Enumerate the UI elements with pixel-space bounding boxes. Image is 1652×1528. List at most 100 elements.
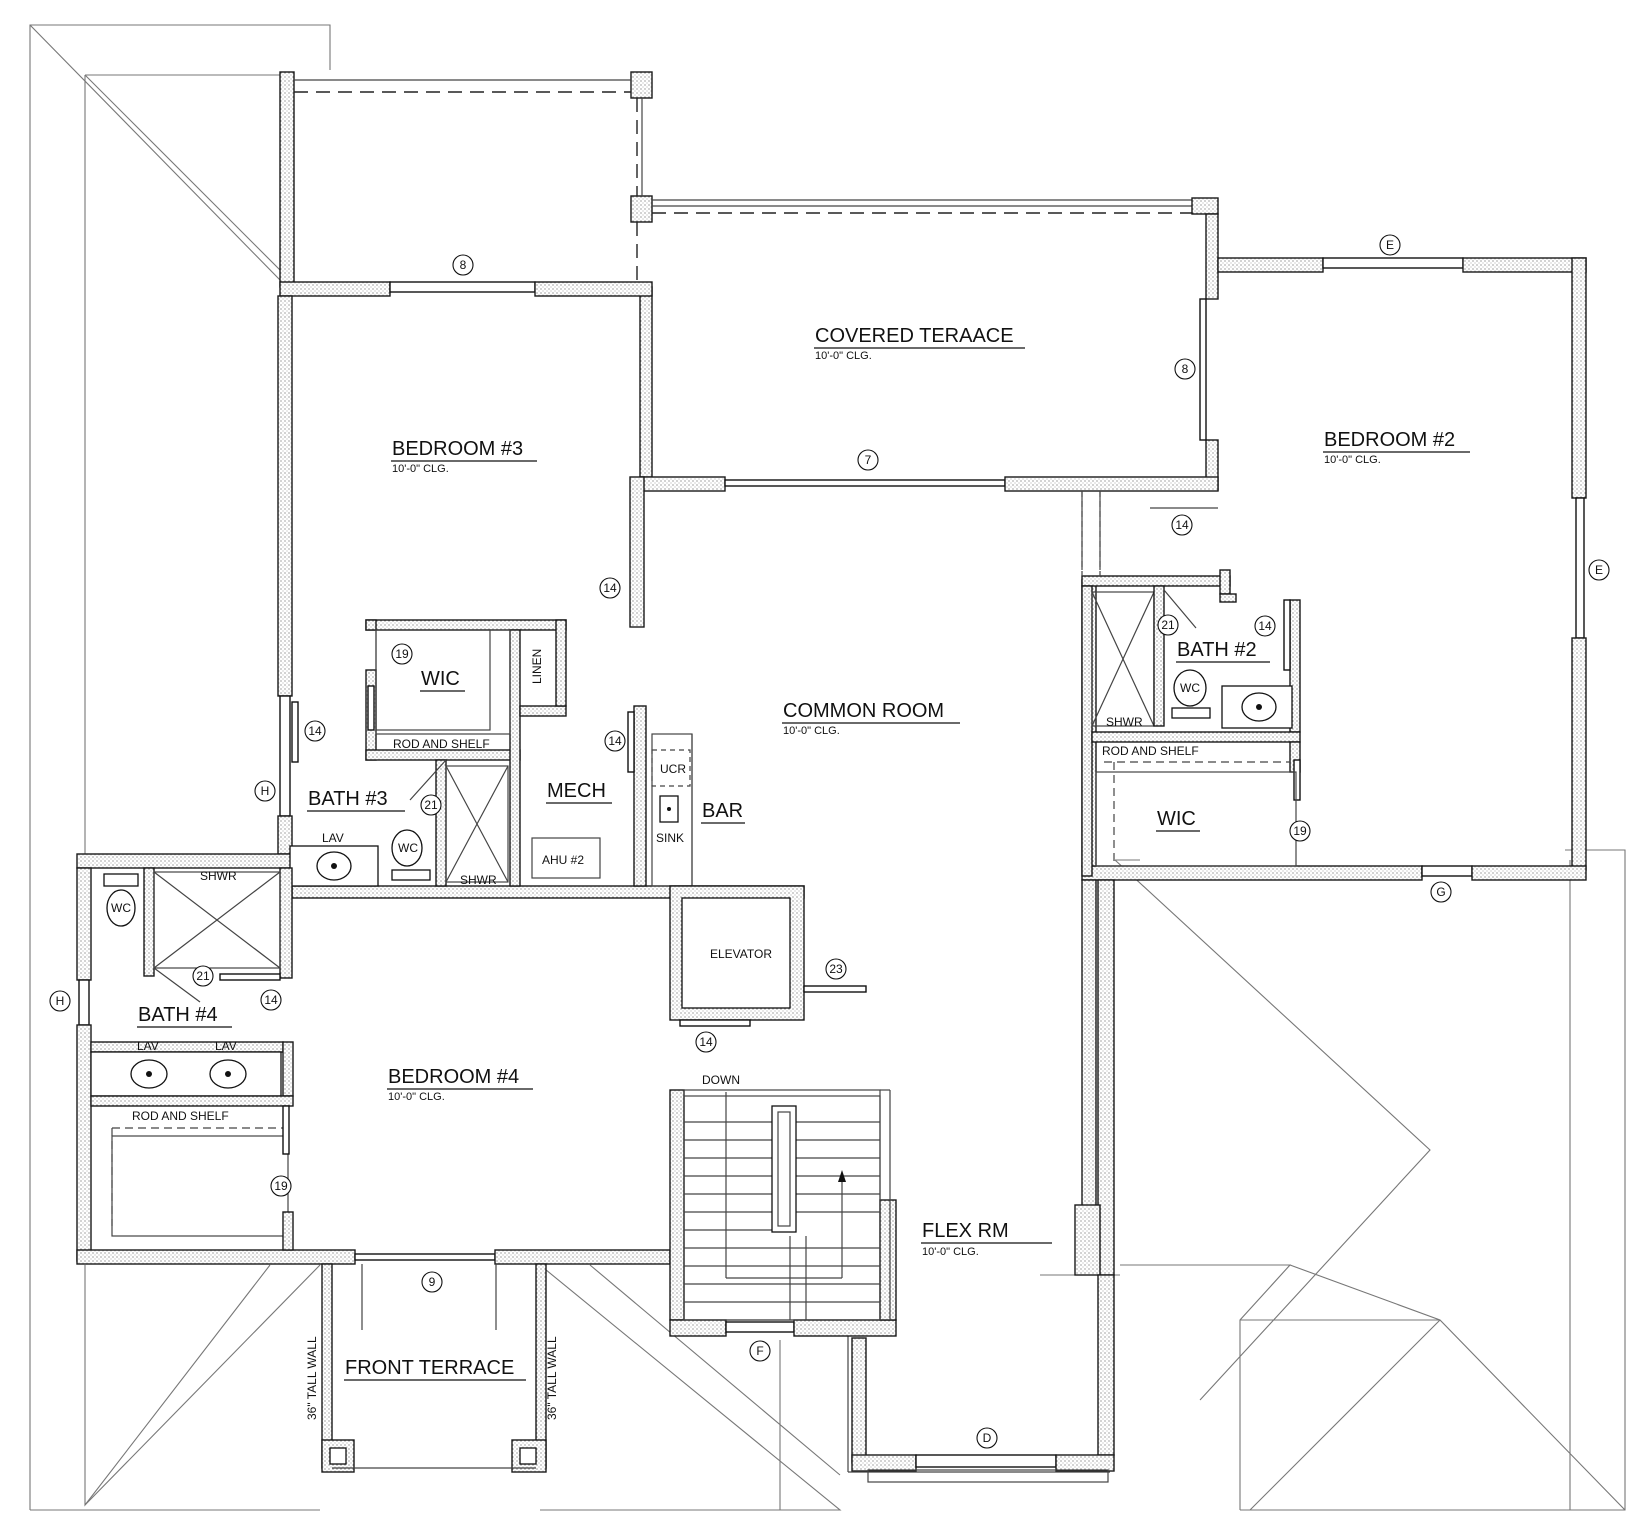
wc-label-bath3: WC <box>398 841 418 855</box>
door-tag-19-wic-bath2: 19 <box>1289 820 1311 842</box>
misc-lines <box>1081 491 1218 576</box>
svg-text:9: 9 <box>429 1275 436 1289</box>
window-tag-e-right: E <box>1588 559 1610 581</box>
linen-label: LINEN <box>530 649 544 684</box>
door-tag-19-bath4: 19 <box>270 1175 292 1197</box>
svg-text:21: 21 <box>424 798 438 812</box>
elevator-core <box>669 885 867 1027</box>
svg-text:F: F <box>756 1344 763 1358</box>
room-name-bedroom-3: BEDROOM #3 <box>392 438 523 460</box>
fixture-labels: LINEN ROD AND SHELF ROD AND SHELF ROD AN… <box>111 649 1200 1420</box>
room-name-common-room: COMMON ROOM <box>783 700 944 722</box>
room-name-bath-3: BATH #3 <box>308 788 388 810</box>
door-tag-21-bath4: 21 <box>192 965 214 987</box>
room-name-wic-bedroom-2: WIC <box>1157 808 1196 830</box>
window-tag-d: D <box>976 1427 998 1449</box>
rod-shelf-label-bath2: ROD AND SHELF <box>1102 744 1199 758</box>
elevator-label: ELEVATOR <box>710 947 772 961</box>
room-name-bedroom-4: BEDROOM #4 <box>388 1066 519 1088</box>
svg-text:8: 8 <box>460 258 467 272</box>
room-name-flex-rm: FLEX RM <box>922 1220 1009 1242</box>
svg-text:14: 14 <box>1175 518 1189 532</box>
door-tag-14-elevator: 14 <box>695 1031 717 1053</box>
shower-label-bath4: SHWR <box>200 869 237 883</box>
covered-terrace-walls <box>639 197 1219 492</box>
shower-label-bath3: SHWR <box>460 873 497 887</box>
svg-text:23: 23 <box>829 962 843 976</box>
svg-text:H: H <box>261 784 270 798</box>
svg-text:14: 14 <box>603 581 617 595</box>
room-name-bath-4: BATH #4 <box>138 1004 218 1026</box>
svg-text:G: G <box>1436 885 1445 899</box>
door-tag-14-bath3: 14 <box>304 720 326 742</box>
door-tag-7: 7 <box>857 449 879 471</box>
svg-text:14: 14 <box>264 993 278 1007</box>
wc-label-bath4: WC <box>111 901 131 915</box>
svg-text:7: 7 <box>865 453 872 467</box>
svg-text:8: 8 <box>1182 362 1189 376</box>
door-tag-14-bath4: 14 <box>260 989 282 1011</box>
svg-text:14: 14 <box>699 1035 713 1049</box>
sink-label: SINK <box>656 831 684 845</box>
wc-label-bath2: WC <box>1180 681 1200 695</box>
room-name-wic-bedroom-3: WIC <box>421 668 460 690</box>
door-tag-9: 9 <box>421 1271 443 1293</box>
svg-text:19: 19 <box>1293 824 1307 838</box>
window-tag-h-bath3: H <box>254 780 276 802</box>
ceiling-common-room: 10'-0" CLG. <box>783 725 840 737</box>
svg-text:E: E <box>1386 238 1394 252</box>
rod-shelf-label-bath4: ROD AND SHELF <box>132 1109 229 1123</box>
shower-label-bath2: SHWR <box>1106 715 1143 729</box>
door-tag-14-bath2: 14 <box>1254 615 1276 637</box>
stair-down-label: DOWN <box>702 1073 740 1087</box>
room-name-covered-terrace: COVERED TERAACE <box>815 325 1014 347</box>
svg-text:H: H <box>56 994 65 1008</box>
bath4-core <box>90 867 294 1251</box>
door-tag-23: 23 <box>825 958 847 980</box>
door-tag-19-wic-bath3: 19 <box>391 643 413 665</box>
door-tag-21-bath2: 21 <box>1157 614 1179 636</box>
bath2-core <box>1081 569 1301 877</box>
svg-text:21: 21 <box>1161 618 1175 632</box>
ahu-label: AHU #2 <box>542 853 584 867</box>
window-tag-f: F <box>749 1340 771 1362</box>
svg-text:21: 21 <box>196 969 210 983</box>
room-name-bath-2: BATH #2 <box>1177 639 1257 661</box>
window-tag-g: G <box>1430 881 1452 903</box>
room-name-mech: MECH <box>547 780 606 802</box>
tall-wall-label-right: 36" TALL WALL <box>545 1336 559 1420</box>
door-tag-14-mech: 14 <box>604 730 626 752</box>
window-tag-e-top: E <box>1379 234 1401 256</box>
rod-shelf-label-bath3: ROD AND SHELF <box>393 737 490 751</box>
svg-text:D: D <box>983 1431 992 1445</box>
ucr-label: UCR <box>660 762 686 776</box>
svg-text:E: E <box>1595 563 1603 577</box>
room-name-front-terrace: FRONT TERRACE <box>345 1357 514 1379</box>
stairs <box>683 1089 891 1321</box>
room-name-bedroom-2: BEDROOM #2 <box>1324 429 1455 451</box>
ceiling-bedroom-3: 10'-0" CLG. <box>392 463 449 475</box>
door-tag-8-top: 8 <box>452 254 474 276</box>
door-tag-8-right: 8 <box>1174 358 1196 380</box>
door-tag-21-bath3: 21 <box>420 794 442 816</box>
lav-label-bath4-right: LAV <box>215 1039 237 1053</box>
bath3-core <box>289 619 693 887</box>
opening-tags: 8 8 7 E E 14 14 14 14 14 14 14 19 19 19 … <box>49 234 1610 1449</box>
room-name-bar: BAR <box>702 800 743 822</box>
ceiling-covered-terrace: 10'-0" CLG. <box>815 350 872 362</box>
svg-text:14: 14 <box>608 734 622 748</box>
front-terrace-walls <box>321 1263 547 1473</box>
svg-text:14: 14 <box>308 724 322 738</box>
svg-text:19: 19 <box>274 1179 288 1193</box>
lav-label-bath3: LAV <box>322 831 344 845</box>
svg-text:14: 14 <box>1258 619 1272 633</box>
upper-balcony <box>279 71 653 288</box>
ceiling-bedroom-4: 10'-0" CLG. <box>388 1091 445 1103</box>
ceiling-flex-rm: 10'-0" CLG. <box>922 1246 979 1258</box>
exterior-walls <box>76 257 1587 1483</box>
window-tag-h-bath4: H <box>49 990 71 1012</box>
lav-label-bath4-left: LAV <box>137 1039 159 1053</box>
door-tag-14-terrace: 14 <box>1171 514 1193 536</box>
tall-wall-label-left: 36" TALL WALL <box>305 1336 319 1420</box>
